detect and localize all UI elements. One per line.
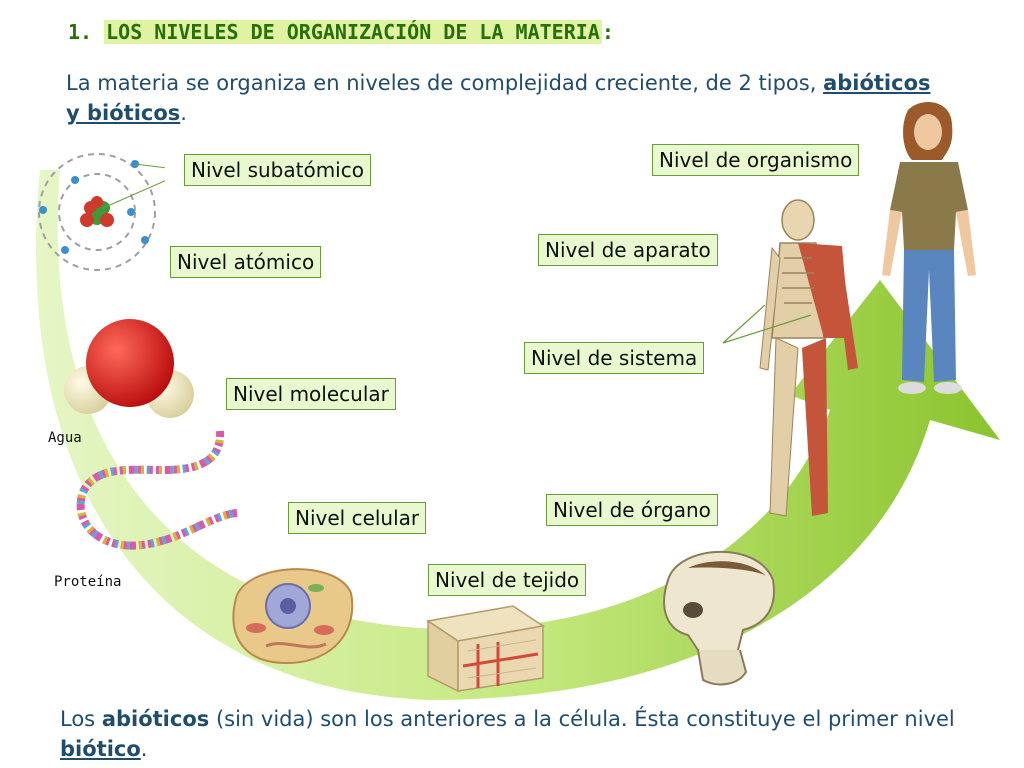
label-nivel-organo: Nivel de órgano [546,494,718,526]
outro-biotico: biótico [60,737,141,761]
intro-text: La materia se organiza en niveles de com… [66,71,817,95]
title-number: 1. [68,20,93,44]
label-nivel-tejido: Nivel de tejido [428,564,587,596]
tissue-icon [426,605,545,693]
outro-p2: (sin vida) son los anteriores a la célul… [215,707,955,731]
label-nivel-subatomico: Nivel subatómico [184,154,371,186]
atom-icon [38,153,165,271]
intro-emphasis: abióticos y bióticos [66,71,931,125]
outro-paragraph: Los abióticos (sin vida) son los anterio… [60,704,1010,764]
caption-agua: Agua [48,430,82,446]
outro-p1: Los [60,707,96,731]
cell-icon [232,568,354,665]
label-nivel-sistema: Nivel de sistema [524,342,705,374]
label-nivel-organismo: Nivel de organismo [652,144,860,176]
water-molecule-icon [64,319,194,418]
title-suffix: : [601,20,614,44]
protein-chain-icon [76,430,238,550]
label-nivel-celular: Nivel celular [288,502,427,534]
label-nivel-aparato: Nivel de aparato [538,234,718,266]
intro-paragraph: La materia se organiza en niveles de com… [66,68,946,128]
intro-end: . [180,101,187,125]
system-pointer-lines [722,305,812,344]
label-nivel-atomico: Nivel atómico [170,246,322,278]
human-anatomy-icon [759,199,858,517]
caption-proteina: Proteína [54,574,122,590]
label-nivel-molecular: Nivel molecular [226,378,396,410]
outro-end: . [140,737,148,761]
girl-figure-icon [882,102,976,394]
page-title: 1. LOS NIVELES DE ORGANIZACIÓN DE LA MAT… [68,20,614,44]
skull-icon [663,550,775,686]
title-text: LOS NIVELES DE ORGANIZACIÓN DE LA MATERI… [104,20,602,44]
outro-abioticos: abióticos [101,707,210,731]
